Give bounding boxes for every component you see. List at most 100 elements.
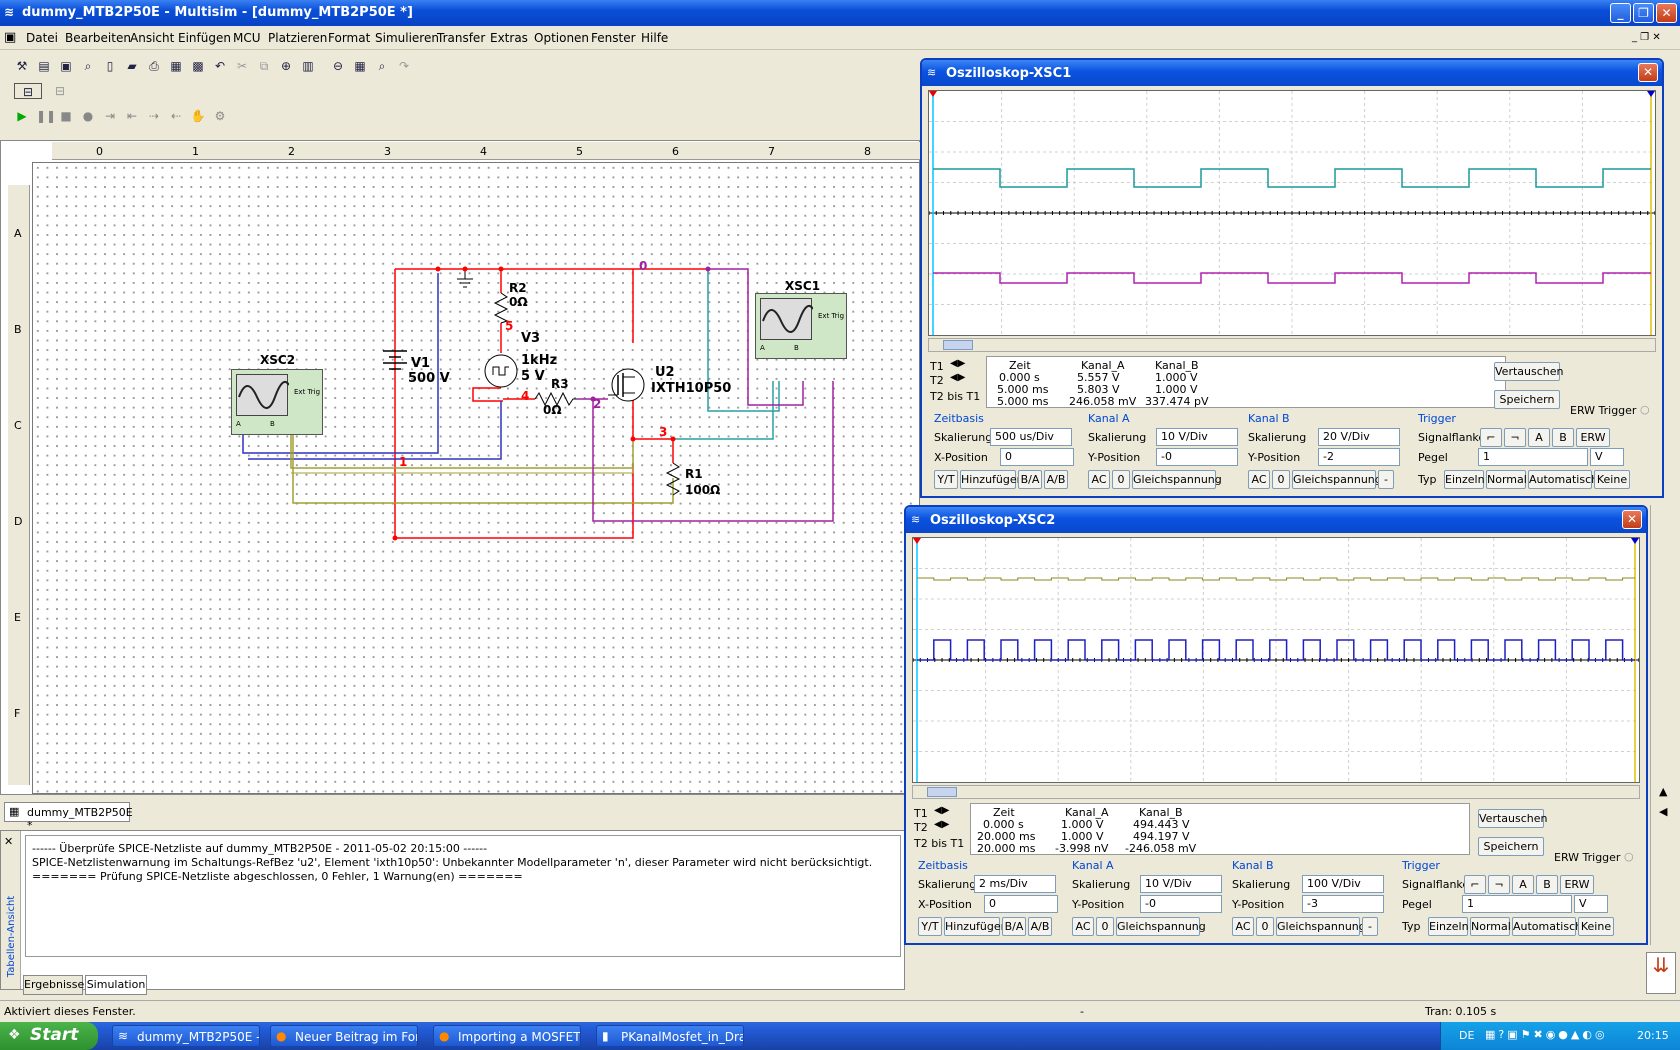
trigger-b-button[interactable]: B (1552, 428, 1574, 447)
xsc1-instrument[interactable]: Ext Trig A B (755, 293, 847, 359)
zoom-fit-icon[interactable]: ⌕ (378, 59, 386, 73)
single-button[interactable]: Einzeln (1428, 917, 1469, 936)
r1-resistor[interactable] (665, 462, 681, 496)
scope-xsc1-display[interactable] (928, 90, 1656, 336)
step-over-icon[interactable]: ⇤ (126, 109, 138, 123)
pegel-input[interactable]: 1 (1478, 448, 1588, 466)
export-icon[interactable]: ▩ (192, 59, 204, 73)
minimize-icon[interactable]: _ (1610, 3, 1631, 23)
kanal-a-ypos-input[interactable]: -0 (1156, 448, 1238, 466)
scrollbar-thumb[interactable] (927, 787, 957, 797)
copy-icon[interactable]: ⧉ (259, 59, 269, 73)
ac-button[interactable]: AC (1088, 470, 1110, 489)
open-icon[interactable]: ▰ (127, 59, 137, 73)
swap-button[interactable]: Vertauschen (1478, 809, 1547, 828)
kanal-a-scale-input[interactable]: 10 V/Div (1140, 875, 1222, 893)
ba-button[interactable]: B/A (1018, 470, 1042, 489)
r2-resistor[interactable] (493, 292, 509, 324)
kanal-b-scale-input[interactable]: 100 V/Div (1302, 875, 1384, 893)
pegel-input[interactable]: 1 (1462, 895, 1572, 913)
rising-edge-icon[interactable]: ⌐ (1464, 875, 1486, 894)
print-preview-icon[interactable]: ▦ (170, 59, 182, 73)
trigger-b-button[interactable]: B (1536, 875, 1558, 894)
save-button[interactable]: Speichern (1478, 837, 1544, 856)
add-button[interactable]: Hinzufügen (944, 917, 1008, 936)
log-area[interactable]: ------ Überprüfe SPICE-Netzliste auf dum… (25, 835, 901, 957)
ac-button[interactable]: AC (1072, 917, 1094, 936)
menu-transfer[interactable]: Transfer (437, 31, 486, 45)
scope-xsc1-titlebar[interactable]: Oszilloskop-XSC1 (922, 60, 1662, 86)
save-icon[interactable]: ▣ (60, 59, 72, 73)
none-button[interactable]: Keine (1594, 470, 1630, 489)
step-into-icon[interactable]: ⇥ (104, 109, 116, 123)
trigger-a-button[interactable]: A (1528, 428, 1550, 447)
ab-button[interactable]: A/B (1044, 470, 1068, 489)
swap-button[interactable]: Vertauschen (1494, 362, 1563, 381)
zeitbasis-scale-input[interactable]: 2 ms/Div (974, 875, 1056, 893)
step-out-icon[interactable]: ⇢ (148, 109, 160, 123)
redo-icon[interactable]: ↷ (398, 59, 410, 73)
menu-format[interactable]: Format (328, 31, 371, 45)
yt-button[interactable]: Y/T (918, 917, 942, 936)
tab-ergebnisse[interactable]: Ergebnisse (23, 975, 84, 995)
menu-datei[interactable]: Datei (26, 31, 59, 45)
right-scrollbar[interactable]: ◀ ▲ (1650, 505, 1678, 945)
menu-einfuegen[interactable]: Einfügen (178, 31, 231, 45)
ac-button[interactable]: AC (1232, 917, 1254, 936)
scope-xsc1-scrollbar[interactable] (928, 338, 1656, 352)
tray-icons[interactable]: ▦?▣⚑✖◉●▲◐◎ (1485, 1028, 1608, 1041)
wizard-icon[interactable]: ⚒ (16, 59, 28, 73)
trigger-ext-button[interactable]: ERW (1560, 875, 1594, 894)
view-mode-icon[interactable]: ⊟ (14, 83, 42, 99)
pegel-unit[interactable]: V (1574, 895, 1608, 913)
menu-fenster[interactable]: Fenster (591, 31, 636, 45)
ext-trigger-icon[interactable]: ○ (1640, 403, 1650, 416)
kanal-b-ypos-input[interactable]: -2 (1318, 448, 1400, 466)
scope-xsc2-titlebar[interactable]: Oszilloskop-XSC2 (906, 507, 1646, 533)
graph-icon[interactable]: ▥ (302, 59, 314, 73)
r3-resistor[interactable] (534, 391, 578, 407)
task-firefox-1[interactable]: ● Neuer Beitrag im Foru... (270, 1025, 418, 1047)
close-panel-icon[interactable]: ✕ (4, 835, 14, 848)
minus-button[interactable]: - (1378, 470, 1394, 489)
zero-button[interactable]: 0 (1096, 917, 1114, 936)
ab-button[interactable]: A/B (1028, 917, 1052, 936)
menu-ansicht[interactable]: Ansicht (130, 31, 175, 45)
zero-button[interactable]: 0 (1112, 470, 1130, 489)
task-pkanal[interactable]: ▮ PKanalMosfet_in_Drai... (596, 1025, 744, 1047)
v3-source[interactable] (484, 354, 518, 388)
pause-icon[interactable]: ❚❚ (36, 109, 57, 123)
menu-extras[interactable]: Extras (490, 31, 528, 45)
pegel-unit[interactable]: V (1590, 448, 1624, 466)
hand-icon[interactable]: ✋ (190, 109, 206, 123)
kanal-b-ypos-input[interactable]: -3 (1302, 895, 1384, 913)
yt-button[interactable]: Y/T (934, 470, 958, 489)
zoom-icon[interactable]: ⌕ (84, 59, 92, 73)
dc-button[interactable]: Gleichspannung (1276, 917, 1366, 936)
single-button[interactable]: Einzeln (1444, 470, 1485, 489)
settings-icon[interactable]: ⚙ (214, 109, 226, 123)
breakpoint-icon[interactable]: ⇠ (170, 109, 182, 123)
close-icon[interactable]: ✕ (1656, 3, 1677, 23)
scope-xsc1-close-icon[interactable]: ✕ (1638, 63, 1658, 82)
save-button[interactable]: Speichern (1494, 390, 1560, 409)
tab-simulation[interactable]: Simulation (85, 975, 147, 995)
xpos-input[interactable]: 0 (1000, 448, 1074, 466)
stop-icon[interactable]: ■ (60, 109, 72, 123)
menu-bearbeiten[interactable]: Bearbeiten (65, 31, 131, 45)
add-button[interactable]: Hinzufügen (960, 470, 1024, 489)
zoom-in-icon[interactable]: ⊕ (280, 59, 292, 73)
task-multisim[interactable]: ≋ dummy_MTB2P50E - ... (112, 1025, 260, 1047)
mdi-controls-icon[interactable]: _ ❐ ✕ (1632, 32, 1661, 43)
ba-button[interactable]: B/A (1002, 917, 1026, 936)
scroll-up-icon[interactable]: ▲ (1659, 785, 1668, 798)
cut-icon[interactable]: ✂ (236, 59, 248, 73)
scroll-left-icon[interactable]: ◀ (1659, 805, 1668, 818)
kanal-b-scale-input[interactable]: 20 V/Div (1318, 428, 1400, 446)
collapse-icon[interactable]: ⇊ (1646, 952, 1676, 994)
auto-button[interactable]: Automatisch (1512, 917, 1582, 936)
grid-icon[interactable]: ▦ (354, 59, 366, 73)
language-indicator[interactable]: DE (1459, 1029, 1475, 1042)
normal-button[interactable]: Normal (1470, 917, 1511, 936)
cut-small-icon[interactable]: ▤ (38, 59, 50, 73)
